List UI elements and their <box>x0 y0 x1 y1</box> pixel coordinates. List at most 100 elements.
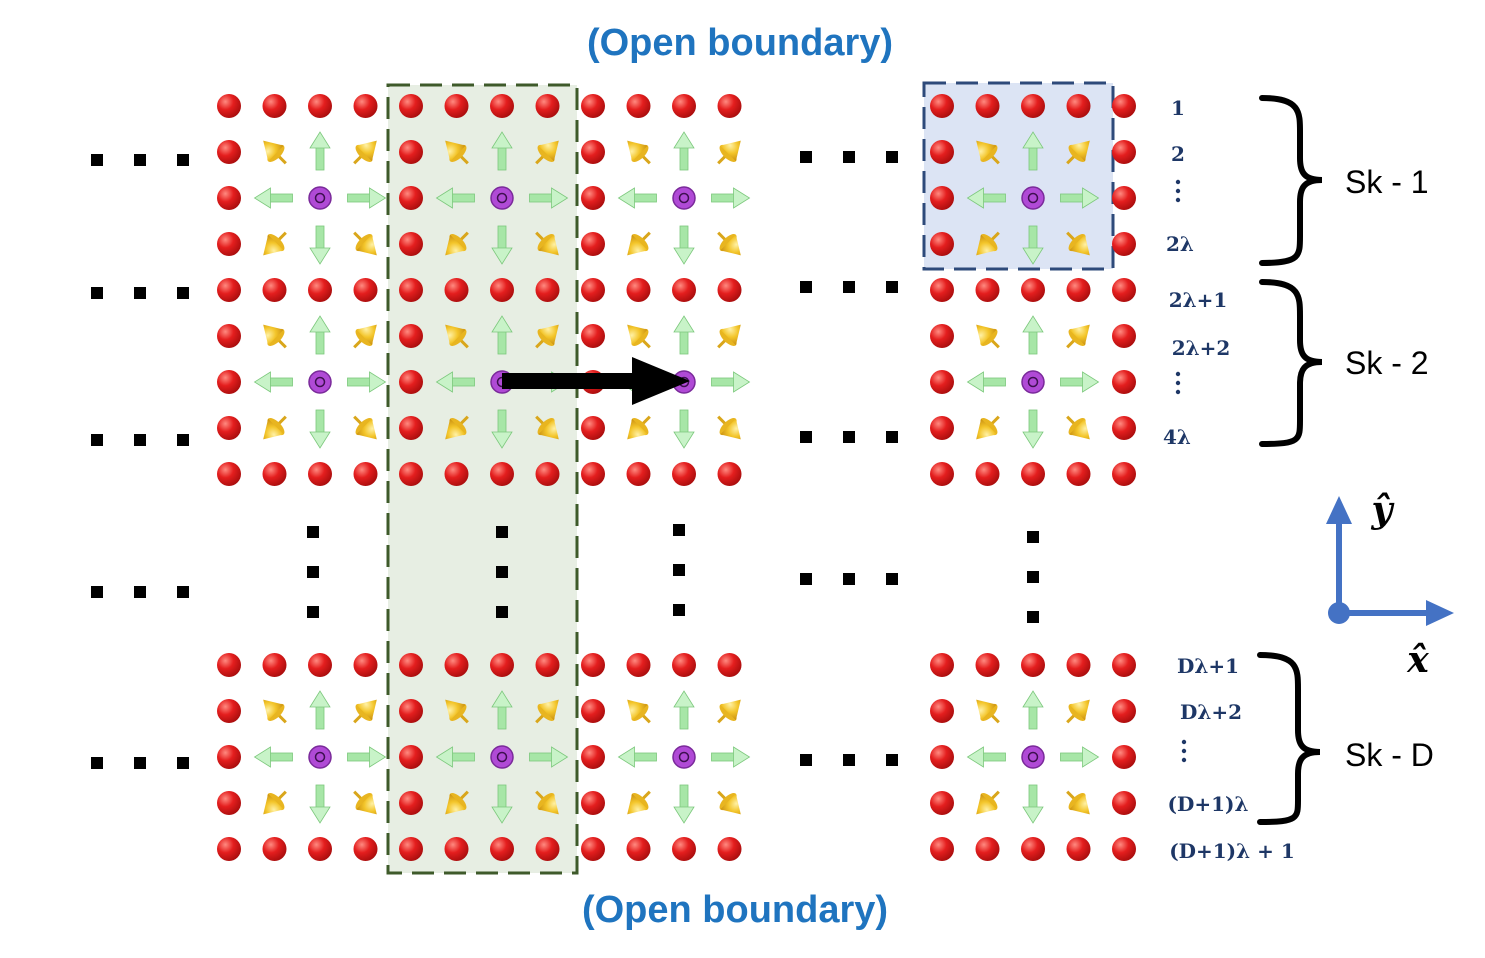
lattice-site <box>217 278 241 302</box>
in-plane-spin-arrow-icon <box>347 746 387 768</box>
lattice-site <box>217 837 241 861</box>
lattice-site <box>444 653 469 677</box>
lattice-site <box>217 699 241 723</box>
in-plane-spin-arrow-icon <box>673 315 695 355</box>
lattice-site <box>672 653 696 677</box>
lattice-site <box>581 140 605 164</box>
diagonal-spin-cone-icon <box>717 699 741 724</box>
in-plane-spin-arrow-icon <box>711 187 751 209</box>
lattice-site <box>1112 462 1136 486</box>
lattice-site <box>444 837 469 861</box>
row-label-4lambda: 4λ <box>1163 425 1191 449</box>
diagonal-spin-cone-icon <box>627 699 651 724</box>
diagonal-spin-cone-icon <box>445 231 469 256</box>
lattice-site <box>975 94 1000 118</box>
out-of-plane-spin-icon <box>1021 370 1045 394</box>
lattice-site <box>217 186 241 210</box>
lattice-site <box>217 140 241 164</box>
lattice-site <box>581 699 605 723</box>
lattice-site <box>217 745 241 769</box>
in-plane-spin-arrow-icon <box>1022 225 1044 265</box>
lattice-site <box>581 462 605 486</box>
diagonal-spin-cone-icon <box>976 324 1000 349</box>
diagonal-spin-cone-icon <box>535 699 559 724</box>
translation-arrow-icon <box>502 357 690 405</box>
in-plane-spin-arrow-icon <box>309 784 331 824</box>
lattice-site <box>399 370 423 394</box>
skyrmion-label-2: Sk - 2 <box>1345 345 1429 381</box>
in-plane-spin-arrow-icon <box>1022 315 1044 355</box>
diagonal-spin-cone-icon <box>1066 231 1090 256</box>
diagonal-spin-cone-icon <box>263 140 287 165</box>
lattice-site <box>262 94 287 118</box>
lattice-site <box>975 837 1000 861</box>
diagonal-spin-cone-icon <box>353 415 377 440</box>
skyrmion-label-1: Sk - 1 <box>1345 164 1429 200</box>
diagonal-spin-cone-icon <box>717 231 741 256</box>
lattice-site <box>490 837 514 861</box>
lattice-site <box>1112 140 1136 164</box>
lattice-site <box>490 653 514 677</box>
row-label-d-plus-1-lambda: (D+1)λ <box>1168 792 1249 816</box>
ellipsis-dots <box>91 151 1039 769</box>
diagonal-spin-cone-icon <box>717 324 741 349</box>
lattice-site <box>930 837 954 861</box>
lattice-site <box>444 94 469 118</box>
diagonal-spin-cone-icon <box>627 324 651 349</box>
in-plane-spin-arrow-icon <box>491 225 513 265</box>
lattice-site <box>581 416 605 440</box>
brace-icon <box>1259 279 1323 447</box>
lattice-site <box>399 653 423 677</box>
lattice-site <box>626 94 651 118</box>
lattice-site <box>1112 837 1136 861</box>
lattice-site <box>217 653 241 677</box>
boundary-label-top: (Open boundary) <box>587 22 893 64</box>
lattice-site <box>444 278 469 302</box>
out-of-plane-spin-icon <box>1021 745 1045 769</box>
lattice-site <box>626 653 651 677</box>
lattice-site <box>581 232 605 256</box>
lattice-site <box>262 837 287 861</box>
lattice-site <box>399 186 423 210</box>
lattice-site <box>217 462 241 486</box>
lattice-site <box>717 94 742 118</box>
in-plane-spin-arrow-icon <box>673 784 695 824</box>
in-plane-spin-arrow-icon <box>673 225 695 265</box>
diagonal-spin-cone-icon <box>353 699 377 724</box>
skyrmion-label-d: Sk - D <box>1345 737 1434 773</box>
out-of-plane-spin-icon <box>1021 186 1045 210</box>
in-plane-spin-arrow-icon <box>711 746 751 768</box>
diagonal-spin-cone-icon <box>535 790 559 815</box>
in-plane-spin-arrow-icon <box>673 131 695 171</box>
coordinate-axes <box>1326 496 1454 626</box>
lattice-site <box>975 462 1000 486</box>
lattice-site <box>581 186 605 210</box>
lattice-site <box>1112 278 1136 302</box>
out-of-plane-spin-icon <box>308 186 332 210</box>
lattice-site <box>581 653 605 677</box>
lattice-site <box>217 94 241 118</box>
lattice-site <box>399 791 423 815</box>
in-plane-spin-arrow-icon <box>673 690 695 730</box>
lattice-site <box>1021 837 1045 861</box>
in-plane-spin-arrow-icon <box>1022 131 1044 171</box>
out-of-plane-spin-icon <box>308 745 332 769</box>
in-plane-spin-arrow-icon <box>966 371 1006 393</box>
lattice-site <box>217 370 241 394</box>
lattice-site <box>444 462 469 486</box>
lattice-site <box>581 745 605 769</box>
in-plane-spin-arrow-icon <box>253 371 293 393</box>
diagonal-spin-cone-icon <box>535 415 559 440</box>
lattice-site <box>581 278 605 302</box>
lattice-site <box>975 653 1000 677</box>
lattice-site <box>399 232 423 256</box>
diagonal-spin-cone-icon <box>627 231 651 256</box>
lattice-site <box>930 745 954 769</box>
lattice-site <box>1112 745 1136 769</box>
lattice-site <box>1112 791 1136 815</box>
lattice-site <box>930 370 954 394</box>
y-axis-label: ŷ <box>1371 489 1395 531</box>
diagonal-spin-cone-icon <box>445 140 469 165</box>
lattice-site <box>217 324 241 348</box>
lattice-site <box>353 462 378 486</box>
